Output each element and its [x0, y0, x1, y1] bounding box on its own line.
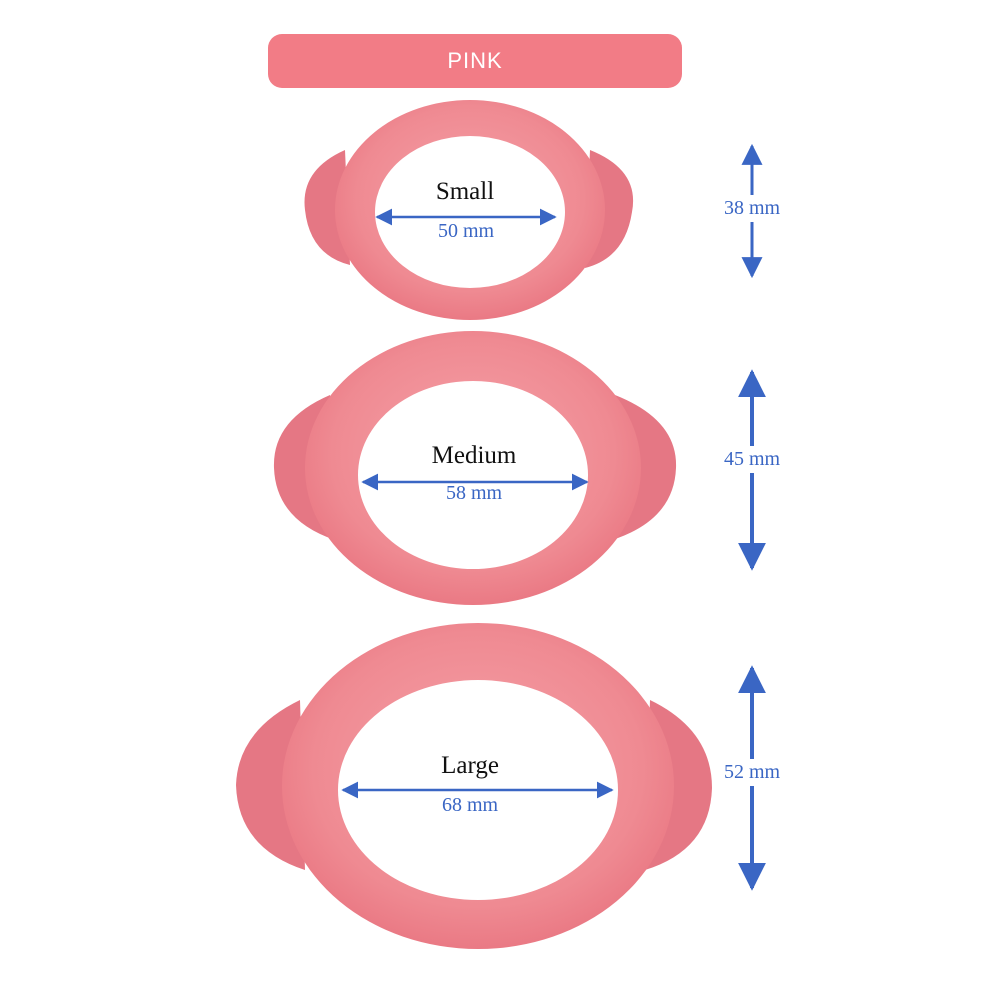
ring-large-label: Large	[441, 752, 499, 779]
ring-medium-height-label: 45 mm	[723, 446, 781, 473]
ring-medium-width-label: 58 mm	[445, 482, 503, 504]
color-label: PINK	[447, 48, 503, 73]
ring-medium-body	[305, 331, 641, 605]
ring-large-height-label: 52 mm	[723, 759, 781, 786]
ring-small-width-label: 50 mm	[437, 220, 495, 242]
ring-small	[304, 100, 634, 320]
ring-small-label: Small	[435, 178, 495, 205]
color-banner: PINK	[268, 34, 682, 88]
ring-small-left-flange	[304, 150, 350, 265]
ring-large-width-label: 68 mm	[441, 794, 499, 816]
ring-medium	[273, 331, 677, 605]
ring-large	[236, 623, 712, 949]
ring-small-height-label: 38 mm	[723, 195, 781, 222]
ring-medium-label: Medium	[431, 442, 517, 469]
ring-large-left-flange	[236, 700, 305, 870]
ring-large-body	[282, 623, 674, 949]
ring-small-body	[335, 100, 605, 320]
